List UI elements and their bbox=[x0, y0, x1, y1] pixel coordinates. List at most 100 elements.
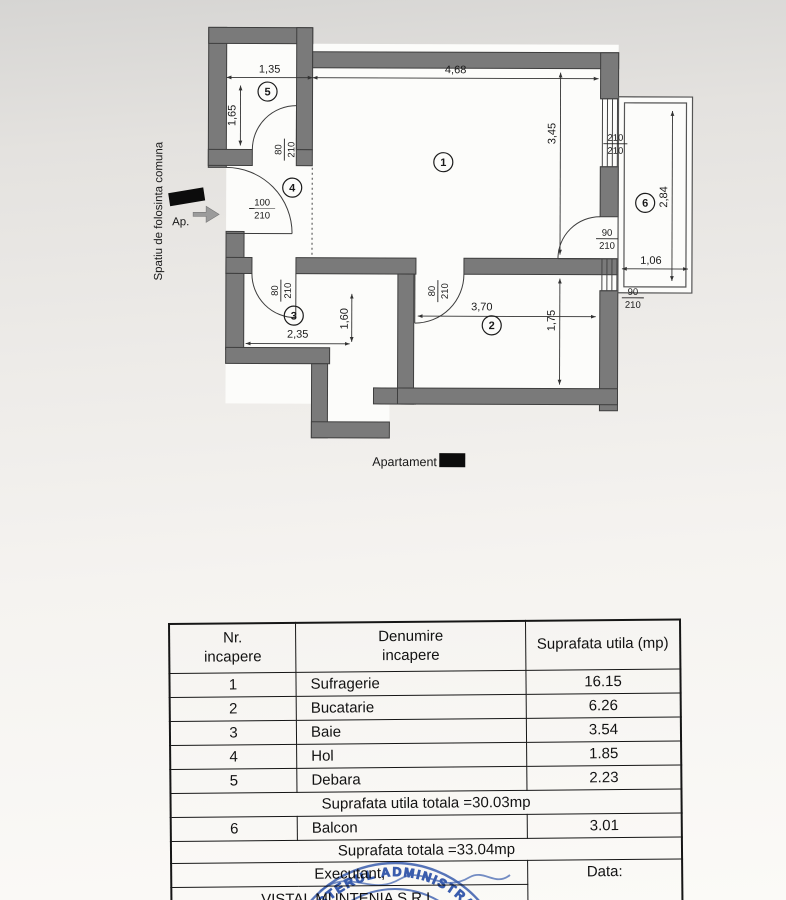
wall-segment bbox=[225, 256, 253, 275]
svg-text:210: 210 bbox=[440, 283, 451, 299]
dim-balcony-height: 2,84 bbox=[658, 186, 670, 207]
balcony-window bbox=[599, 258, 618, 292]
living-window-size-label: 210 210 bbox=[603, 133, 628, 157]
svg-text:90: 90 bbox=[602, 228, 613, 239]
dim-living-width: 4,68 bbox=[445, 64, 466, 76]
redaction-box-apartment-number bbox=[439, 453, 466, 468]
kitchen-size-label: 80 210 bbox=[427, 280, 451, 303]
entry-arrow-icon bbox=[192, 205, 220, 223]
room-area-cell: 6.26 bbox=[526, 692, 681, 718]
date-cell: Data: bbox=[527, 858, 683, 900]
executant-cell: Executant, bbox=[171, 859, 528, 887]
redaction-box-ap bbox=[168, 187, 206, 207]
svg-text:210: 210 bbox=[599, 241, 615, 252]
company-cell: VISTAL MUNTENIA S.R.L. bbox=[171, 883, 529, 900]
room-number-hall: 4 bbox=[282, 177, 303, 198]
debara-size-label: 80 210 bbox=[273, 138, 297, 161]
room-name-cell: Sufragerie bbox=[295, 669, 527, 696]
svg-text:210: 210 bbox=[286, 142, 297, 158]
floor-plan: 1,35 4,68 1,65 3,45 1,75 3,70 1,60 2,35 … bbox=[153, 26, 694, 469]
svg-text:210: 210 bbox=[607, 133, 623, 144]
room-area-cell: 1.85 bbox=[526, 740, 682, 766]
svg-text:80: 80 bbox=[270, 285, 281, 296]
balcony-door-size-label: 90 210 bbox=[596, 228, 619, 252]
room-number-living: 1 bbox=[433, 152, 454, 173]
room-name-cell: Balcon bbox=[297, 813, 528, 840]
svg-text:1: 1 bbox=[440, 157, 446, 169]
area-table: Nr. incapere Denumire incapere Suprafata… bbox=[168, 618, 684, 900]
room-number-debara: 5 bbox=[257, 81, 278, 102]
svg-text:4: 4 bbox=[289, 182, 296, 194]
table-header-row: Nr. incapere Denumire incapere Suprafata… bbox=[169, 619, 681, 673]
room-area-cell: 16.15 bbox=[526, 668, 681, 694]
dimension-lines bbox=[226, 72, 688, 385]
room-number-kitchen: 2 bbox=[481, 315, 502, 336]
wall-segment bbox=[600, 52, 620, 100]
doors bbox=[226, 105, 601, 324]
bath-size-label: 80 210 bbox=[270, 279, 294, 302]
debara-door bbox=[251, 105, 298, 150]
room-number-bath: 3 bbox=[283, 305, 304, 326]
svg-text:210: 210 bbox=[254, 211, 270, 222]
wall-segment bbox=[207, 148, 253, 167]
svg-text:6: 6 bbox=[642, 198, 648, 210]
room-area-cell: 3.01 bbox=[527, 812, 682, 838]
svg-text:210: 210 bbox=[607, 146, 623, 157]
executant-row: Executant, Data: bbox=[171, 858, 683, 900]
svg-text:80: 80 bbox=[273, 144, 284, 155]
floor-underlay bbox=[225, 43, 693, 438]
dim-balcony-width: 1,06 bbox=[640, 255, 661, 267]
balcony-window-size-label: 90 210 bbox=[621, 287, 644, 311]
svg-text:210: 210 bbox=[283, 283, 294, 299]
dimension-labels: 1,35 4,68 1,65 3,45 1,75 3,70 1,60 2,35 … bbox=[226, 64, 670, 341]
room-nr-cell: 4 bbox=[170, 743, 297, 769]
common-space-label: Spatiu de folosinta comuna bbox=[153, 141, 165, 280]
dim-kitchen-height: 1,75 bbox=[546, 310, 558, 331]
room-name-cell: Debara bbox=[296, 765, 528, 792]
plan-caption: Apartament bbox=[372, 453, 466, 469]
wall-segment bbox=[225, 272, 245, 350]
dim-kitchen-width: 3,70 bbox=[471, 301, 492, 313]
wall-segment bbox=[396, 387, 619, 406]
svg-text:90: 90 bbox=[628, 287, 639, 298]
svg-text:3: 3 bbox=[291, 310, 297, 322]
living-window bbox=[600, 98, 619, 168]
ap-label: Ap. bbox=[172, 216, 189, 228]
walls bbox=[207, 26, 620, 439]
wall-segment bbox=[295, 27, 314, 151]
room-area-cell: 2.23 bbox=[526, 764, 682, 790]
wall-segment bbox=[207, 26, 228, 168]
bath-door bbox=[251, 273, 297, 319]
header-denumire-incapere: Denumire incapere bbox=[295, 620, 527, 672]
room-nr-cell: 6 bbox=[170, 815, 298, 841]
room-numbers: 1 2 3 4 5 6 bbox=[257, 81, 656, 336]
svg-text:80: 80 bbox=[427, 286, 438, 297]
wall-segment bbox=[295, 257, 417, 275]
room-nr-cell: 2 bbox=[169, 695, 297, 721]
header-suprafata-utila: Suprafata utila (mp) bbox=[525, 619, 681, 670]
svg-text:100: 100 bbox=[254, 198, 270, 209]
opening-size-labels: 100 210 80 210 80 210 80 210 90 bbox=[249, 133, 644, 311]
room-name-cell: Bucatarie bbox=[296, 693, 527, 720]
wall-segment bbox=[463, 257, 619, 276]
entry-size-label: 100 210 bbox=[249, 198, 276, 222]
room-nr-cell: 5 bbox=[170, 767, 298, 793]
dim-living-height: 3,45 bbox=[546, 123, 558, 144]
dim-debara-width: 1,35 bbox=[259, 64, 280, 76]
apartment-caption-label: Apartament bbox=[372, 455, 437, 469]
room-nr-cell: 1 bbox=[169, 671, 297, 697]
windows bbox=[599, 98, 619, 292]
svg-text:2: 2 bbox=[489, 320, 495, 332]
dim-bath-width: 2,35 bbox=[287, 329, 308, 341]
svg-text:5: 5 bbox=[264, 86, 270, 98]
kitchen-door bbox=[414, 274, 465, 324]
dim-bath-height: 1,60 bbox=[339, 308, 351, 329]
apartment-pointer: Ap. bbox=[168, 187, 220, 228]
balcony-outline bbox=[617, 96, 694, 294]
dim-debara-height: 1,65 bbox=[226, 105, 238, 126]
wall-segment bbox=[225, 346, 331, 365]
room-number-balcony: 6 bbox=[635, 192, 656, 213]
room-nr-cell: 3 bbox=[169, 719, 297, 745]
room-name-cell: Hol bbox=[296, 741, 527, 768]
